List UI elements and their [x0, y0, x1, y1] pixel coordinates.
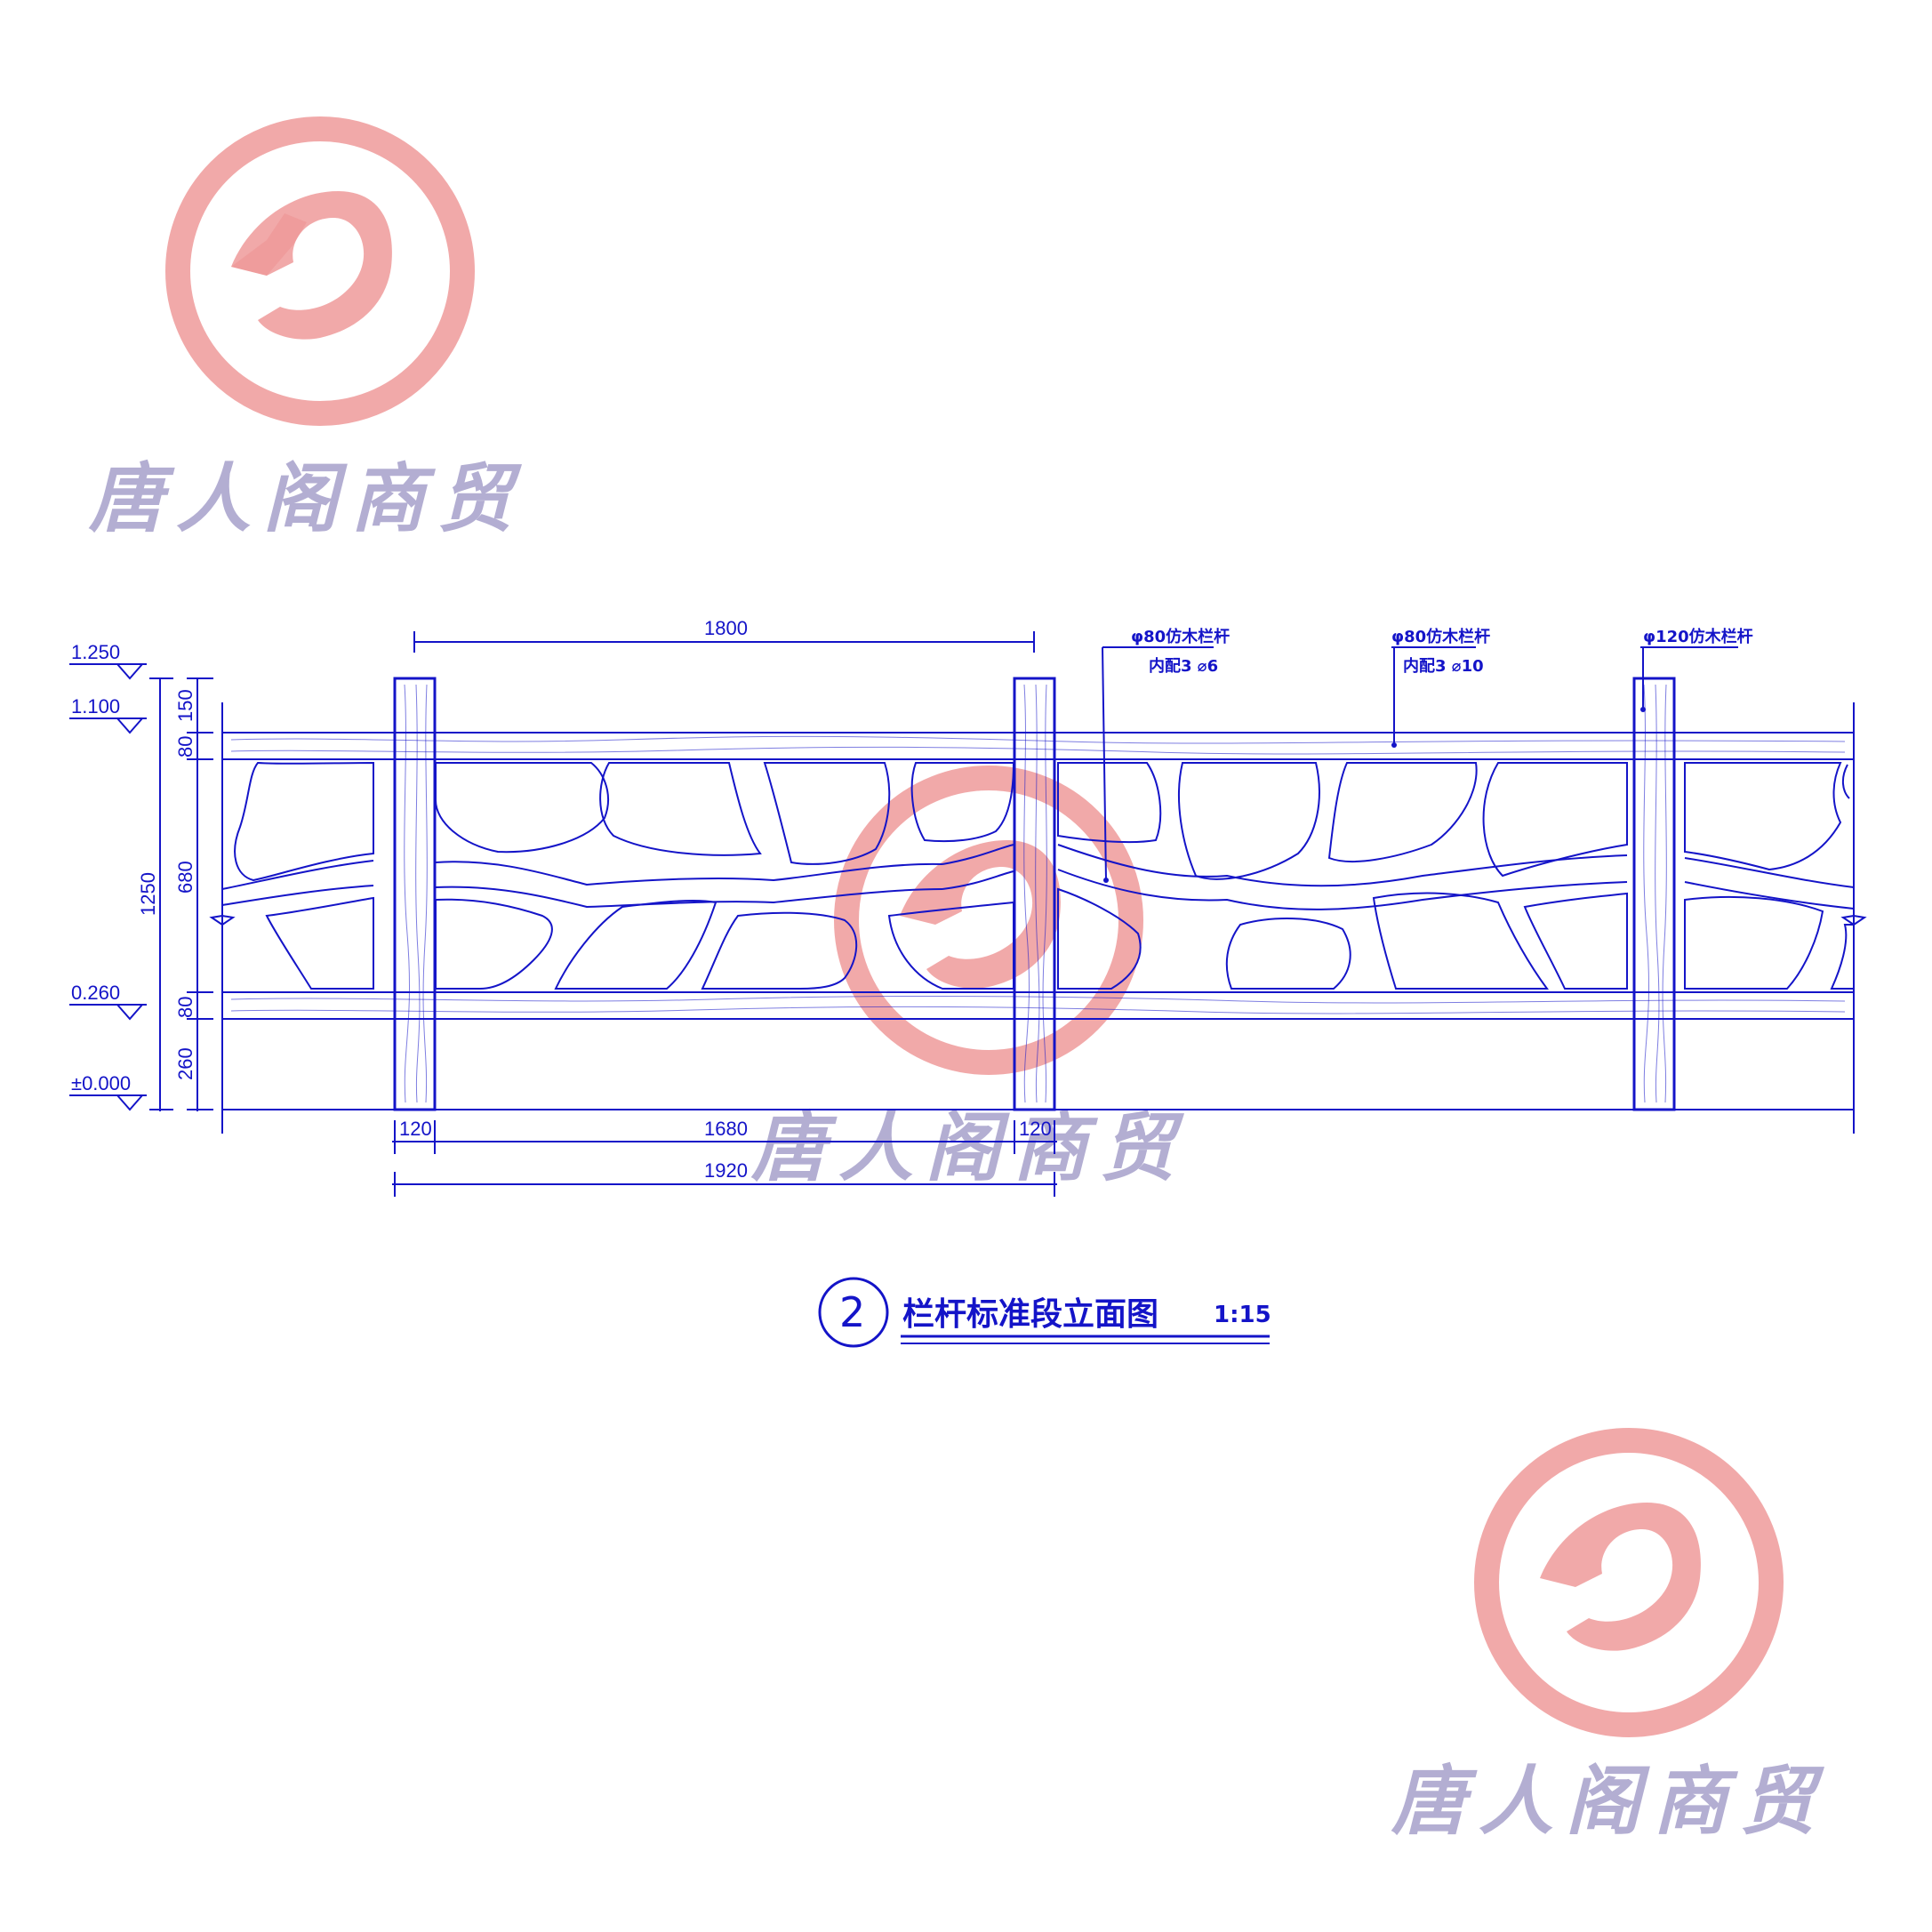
watermark-text-center: 唐人阁商贸 — [750, 1103, 1187, 1191]
dragon-icon — [900, 840, 1061, 989]
branch-infill — [221, 761, 1855, 990]
watermark-logo-center — [834, 766, 1143, 1075]
detail-number: 2 — [839, 1288, 865, 1336]
note-rail-80-d6-line1: φ80仿木栏杆 — [1131, 627, 1230, 646]
bottom-rail — [221, 991, 1855, 1020]
elevation-0260: 0.260 — [71, 982, 120, 1004]
post — [1632, 677, 1676, 1111]
post-2 — [1013, 677, 1056, 1111]
elevation-markers: 1.250 1.100 0.260 ±0.000 — [69, 641, 147, 1111]
dim-clear-span: 1680 — [704, 1118, 748, 1140]
dimension-lines: 1800 120 1680 120 1920 150 80 680 80 260… — [137, 617, 1057, 1197]
dim-post-width-left: 120 — [399, 1118, 432, 1140]
drawing-title-block: 2 栏杆标准段立面图 1:15 — [818, 1277, 1271, 1348]
leader-annotations: φ80仿木栏杆 内配3 ⌀6 φ80仿木栏杆 内配3 ⌀10 φ120仿木栏杆 — [1102, 627, 1753, 883]
dim-v-150: 150 — [174, 689, 196, 722]
dim-v-260: 260 — [174, 1047, 196, 1080]
dim-v-80-bottom: 80 — [174, 997, 196, 1018]
note-post-120: φ120仿木栏杆 — [1643, 627, 1753, 646]
elevation-0000: ±0.000 — [71, 1072, 131, 1094]
post — [393, 677, 437, 1111]
watermark-ring — [165, 116, 475, 426]
dim-top-span: 1800 — [704, 617, 748, 639]
post — [1013, 677, 1056, 1111]
note-rail-80-d6-line2: 内配3 ⌀6 — [1149, 656, 1218, 676]
post-1 — [393, 677, 437, 1111]
elevation-1250: 1.250 — [71, 641, 120, 663]
watermark-logo-bottom-right — [1474, 1428, 1784, 1737]
dragon-head-icon — [231, 213, 307, 276]
drawing-scale: 1:15 — [1214, 1302, 1271, 1328]
note-rail-80-d10-line2: 内配3 ⌀10 — [1403, 656, 1484, 676]
watermark-text-top-left: 唐人阁商贸 — [88, 454, 525, 542]
detail-number-circle — [818, 1277, 889, 1348]
watermark-logo-top-left — [165, 116, 475, 426]
post-3 — [1632, 677, 1676, 1111]
watermark-text-bottom-right: 唐人阁商贸 — [1391, 1757, 1827, 1845]
dragon-icon — [1540, 1503, 1701, 1651]
railing — [209, 677, 1867, 1134]
dim-v-total: 1250 — [137, 872, 159, 916]
top-rail — [221, 732, 1855, 760]
elevation-1100: 1.100 — [71, 695, 120, 717]
dim-v-680: 680 — [174, 861, 196, 894]
watermark-ring — [1474, 1428, 1784, 1737]
note-rail-80-d10-line1: φ80仿木栏杆 — [1391, 627, 1490, 646]
drawing-title: 栏杆标准段立面图 — [902, 1296, 1158, 1333]
dim-post-width-right: 120 — [1019, 1118, 1052, 1140]
watermark-ring — [834, 766, 1143, 1075]
dragon-icon — [231, 191, 392, 340]
dim-v-80-top: 80 — [174, 736, 196, 758]
dim-post-to-post: 1920 — [704, 1159, 748, 1182]
